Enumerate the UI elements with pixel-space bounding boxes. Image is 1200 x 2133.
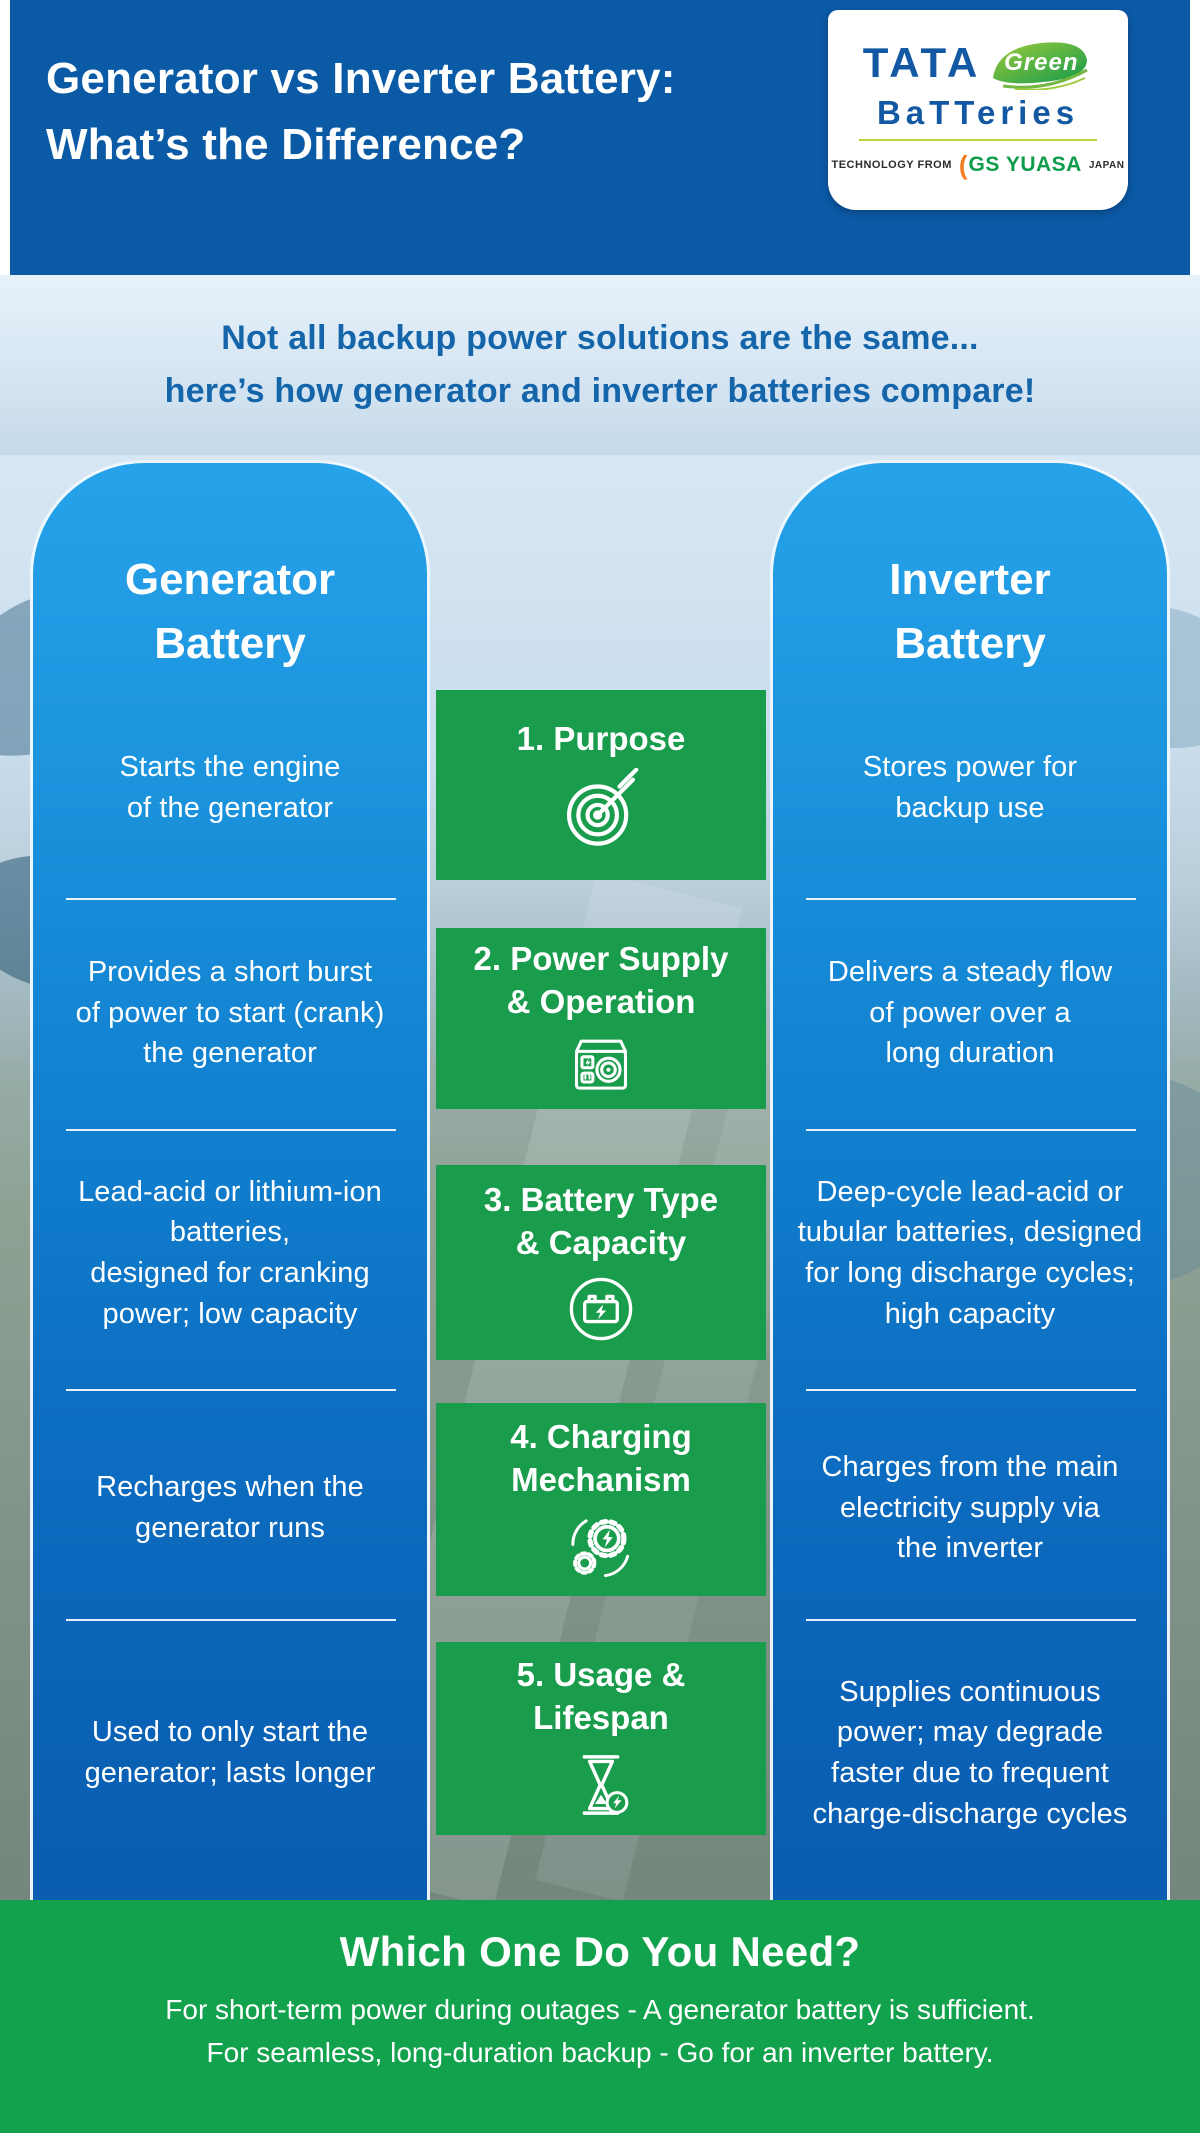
hourglass-icon: [582, 1755, 629, 1816]
green-label: Green: [1004, 49, 1079, 76]
page-title: Generator vs Inverter Battery: What’s th…: [46, 54, 676, 169]
inverter-row-purpose: Stores power for backup use: [862, 751, 1078, 824]
category-label: 1. Purpose: [516, 719, 686, 757]
category-purpose: 1. Purpose: [436, 690, 766, 880]
generator-row-charging: Recharges when the generator runs: [96, 1471, 364, 1544]
generator-row-power-supply: Provides a short burst of power to start…: [75, 956, 385, 1070]
japan-label: JAPAN: [1088, 159, 1125, 171]
batteries-wordmark: BaTTeries: [876, 94, 1080, 131]
generator-column-title: Generator Battery: [124, 555, 336, 668]
generator-battery-column: Generator Battery Starts the engine of t…: [30, 460, 430, 1900]
gs-yuasa-accent: (: [958, 149, 968, 180]
inverter-row-power-supply: Delivers a steady flow of power over a l…: [827, 956, 1113, 1070]
charging-gears-icon: [571, 1519, 630, 1578]
inverter-row-charging: Charges from the main electricity supply…: [821, 1451, 1119, 1565]
category-power-supply: 2. Power Supply & Operation: [436, 928, 766, 1109]
logo-tagline-row: TECHNOLOGY FROM ( GS YUASA JAPAN: [831, 149, 1125, 180]
footer-title: Which One Do You Need?: [339, 1928, 861, 1975]
brand-logo-row: TATA Green: [863, 36, 1094, 90]
header-banner: Generator vs Inverter Battery: What’s th…: [10, 0, 1190, 275]
subtitle-text: Not all backup power solutions are the s…: [164, 319, 1036, 410]
inverter-battery-column: Inverter Battery Stores power for backup…: [770, 460, 1170, 1900]
category-charging-mechanism: 4. Charging Mechanism: [436, 1403, 766, 1596]
category-label: 2. Power Supply & Operation: [473, 939, 729, 1020]
row-divider: [806, 1389, 1136, 1391]
row-divider: [66, 1389, 396, 1391]
row-divider: [66, 1129, 396, 1131]
target-icon: [566, 768, 639, 847]
row-divider: [66, 898, 396, 900]
category-label: 5. Usage & Lifespan: [516, 1655, 686, 1736]
category-label: 3. Battery Type & Capacity: [483, 1180, 719, 1261]
generator-row-purpose: Starts the engine of the generator: [119, 751, 341, 824]
tata-wordmark: TATA: [862, 39, 982, 86]
category-battery-type: 3. Battery Type & Capacity: [436, 1165, 766, 1360]
category-label: 4. Charging Mechanism: [510, 1417, 692, 1498]
power-supply-icon: [574, 1040, 628, 1091]
row-divider: [806, 1619, 1136, 1621]
row-divider: [66, 1619, 396, 1621]
footer-recommendation-text: For short-term power during outages - A …: [165, 1994, 1035, 2069]
gs-yuasa-logo: ( GS YUASA: [958, 149, 1082, 180]
logo-divider: [859, 139, 1097, 141]
brand-logo-card: TATA Green BaTTeries: [828, 10, 1128, 210]
generator-row-battery-type: Lead-acid or lithium-ion batteries, desi…: [78, 1175, 382, 1330]
green-leaf-icon: [993, 42, 1089, 90]
category-usage-lifespan: 5. Usage & Lifespan: [436, 1642, 766, 1835]
gs-yuasa-label: GS YUASA: [968, 153, 1082, 176]
inverter-row-usage: Supplies continuous power; may degrade f…: [812, 1675, 1128, 1830]
inverter-row-battery-type: Deep-cycle lead-acid or tubular batterie…: [797, 1175, 1143, 1330]
row-divider: [806, 1129, 1136, 1131]
inverter-column-title: Inverter Battery: [889, 555, 1051, 668]
battery-icon: [569, 1278, 633, 1341]
subtitle-band: Not all backup power solutions are the s…: [0, 275, 1200, 455]
footer-band: Which One Do You Need? For short-term po…: [0, 1900, 1200, 2133]
row-divider: [806, 898, 1136, 900]
technology-from-label: TECHNOLOGY FROM: [831, 159, 952, 171]
generator-row-usage: Used to only start the generator; lasts …: [84, 1716, 376, 1789]
green-leaf-logo: Green: [989, 36, 1093, 90]
